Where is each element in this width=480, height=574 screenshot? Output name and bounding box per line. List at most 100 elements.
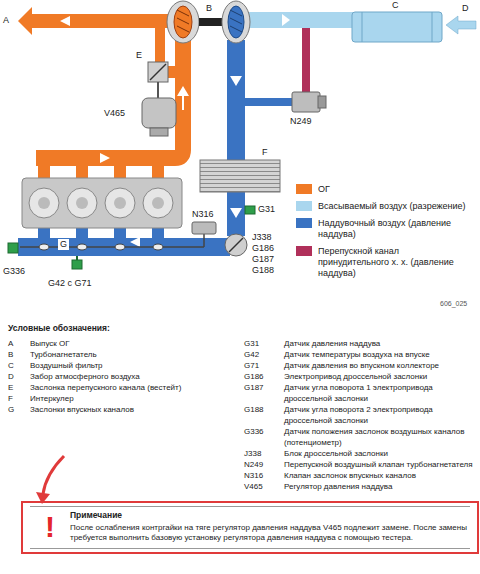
- wastegate: [142, 98, 176, 128]
- wastegate: [157, 82, 159, 98]
- flap-linkage: [115, 244, 125, 250]
- note-heading: Примечание: [70, 510, 468, 523]
- note-box: !ПримечаниеПосле ослабления контргайки н…: [30, 506, 470, 549]
- callout-letter: B: [206, 3, 212, 14]
- key-code: V465: [244, 481, 284, 492]
- callout-letter: A: [3, 15, 9, 26]
- exhaust-path: [18, 7, 189, 182]
- key-code: G31: [244, 338, 284, 349]
- turbocharger: [177, 10, 189, 32]
- flap-linkage: [77, 244, 87, 250]
- intake-air-path: [432, 12, 433, 42]
- engine-block: [76, 197, 88, 209]
- sensors: [8, 206, 255, 269]
- key-description: Перепускной воздушный клапан турбонагнет…: [284, 459, 476, 470]
- intake-air-path: [246, 12, 476, 42]
- part-code: G336: [3, 266, 25, 277]
- key-description: Блок дроссельной заслонки: [284, 448, 476, 459]
- key-description: Регулятор давления наддува: [284, 481, 476, 492]
- key-description: Заслонка перепускного канала (вестейт): [30, 382, 240, 393]
- key-row: DЗабор атмосферного воздуха: [8, 371, 240, 382]
- sensors: [245, 206, 255, 214]
- sensors: [72, 260, 82, 269]
- key-code: F: [8, 393, 30, 404]
- callout-arrow: [36, 456, 64, 504]
- engine-block: [67, 188, 97, 218]
- key-description: Заслонки впускных каналов: [30, 404, 240, 415]
- legend-swatch: [296, 218, 312, 228]
- callout-arrow: [43, 456, 64, 494]
- wastegate: [148, 62, 168, 82]
- key-code: C: [8, 360, 30, 371]
- exhaust-path: [177, 86, 189, 96]
- part-code: G188: [252, 265, 274, 276]
- key-description: Датчик давления во впускном коллекторе: [284, 360, 476, 371]
- bypass-channel: [302, 28, 310, 94]
- key-row: G71Датчик давления во впускном коллектор…: [244, 360, 476, 371]
- bypass-valve: [292, 92, 326, 112]
- key-description: Интеркулер: [30, 393, 240, 404]
- intake-air-path: [362, 12, 363, 42]
- bypass-valve: [318, 96, 326, 108]
- key-description: Электропривод дроссельной заслонки: [284, 371, 476, 382]
- key-heading: Условные обозначения:: [8, 323, 110, 334]
- intake-air-path: [246, 12, 354, 28]
- legend-row: Всасываемый воздух (разрежение): [296, 201, 468, 212]
- wastegate: [150, 128, 168, 136]
- sensors: [76, 256, 78, 260]
- exhaust-path: [36, 40, 183, 158]
- note-body: После ослабления контргайки на тяге регу…: [70, 523, 468, 545]
- key-row: AВыпуск ОГ: [8, 338, 240, 349]
- engine-block: [29, 188, 59, 218]
- throttle-body: [229, 238, 243, 252]
- intake-air-path: [352, 12, 442, 42]
- key-row: G186Электропривод дроссельной заслонки: [244, 371, 476, 382]
- figure-number: 606_025: [440, 298, 467, 309]
- key-description: Датчик температуры воздуха на впуске: [284, 349, 476, 360]
- intercooler: [200, 160, 280, 192]
- part-code: G186: [252, 243, 274, 254]
- sensors: [8, 243, 18, 253]
- turbocharger: [228, 6, 244, 38]
- engine-block: [22, 178, 182, 228]
- turbocharger: [174, 6, 192, 38]
- callout-letter: E: [136, 50, 142, 61]
- legend-text: Перепускной канал принудительного х. х. …: [318, 246, 468, 279]
- callout-letter: C: [392, 0, 399, 11]
- exhaust-path: [155, 28, 165, 62]
- highlight-frame: [22, 502, 478, 553]
- key-row: BТурбонагнетатель: [8, 349, 240, 360]
- key-code: B: [8, 349, 30, 360]
- key-code: G: [8, 404, 30, 415]
- key-row: CВоздушный фильтр: [8, 360, 240, 371]
- key-row: G336Датчик положения заслонок воздушных …: [244, 426, 476, 448]
- part-code: G31: [258, 204, 275, 215]
- turbocharger: [167, 1, 250, 43]
- key-row: GЗаслонки впускных каналов: [8, 404, 240, 415]
- key-code: G186: [244, 371, 284, 382]
- key-description: Клапан заслонок впускных каналов: [284, 470, 476, 481]
- key-code: A: [8, 338, 30, 349]
- turbocharger: [167, 1, 199, 43]
- charge-air-path: [18, 238, 230, 256]
- key-column: G31Датчик давления наддуваG42Датчик темп…: [244, 338, 476, 492]
- key-row: G188Датчик угла поворота 2 электропривод…: [244, 404, 476, 426]
- key-code: E: [8, 382, 30, 393]
- key-code: N249: [244, 459, 284, 470]
- legend-row: Перепускной канал принудительного х. х. …: [296, 246, 468, 279]
- callout-letter: G: [58, 239, 69, 250]
- callout-letter: D: [462, 3, 469, 14]
- key-code: G336: [244, 426, 284, 448]
- wastegate: [142, 62, 176, 136]
- key-row: J338Блок дроссельной заслонки: [244, 448, 476, 459]
- throttle-body: [225, 234, 247, 256]
- part-code: N316: [192, 209, 214, 220]
- part-code: N249: [290, 116, 312, 127]
- key-row: FИнтеркулер: [8, 393, 240, 404]
- key-code: D: [8, 371, 30, 382]
- key-description: Датчик угла поворота 2 электропривода др…: [284, 404, 476, 426]
- exhaust-path: [18, 7, 32, 35]
- flap-linkage: [192, 222, 216, 234]
- exhaust-path: [168, 66, 176, 78]
- legend-row: ОГ: [296, 184, 468, 195]
